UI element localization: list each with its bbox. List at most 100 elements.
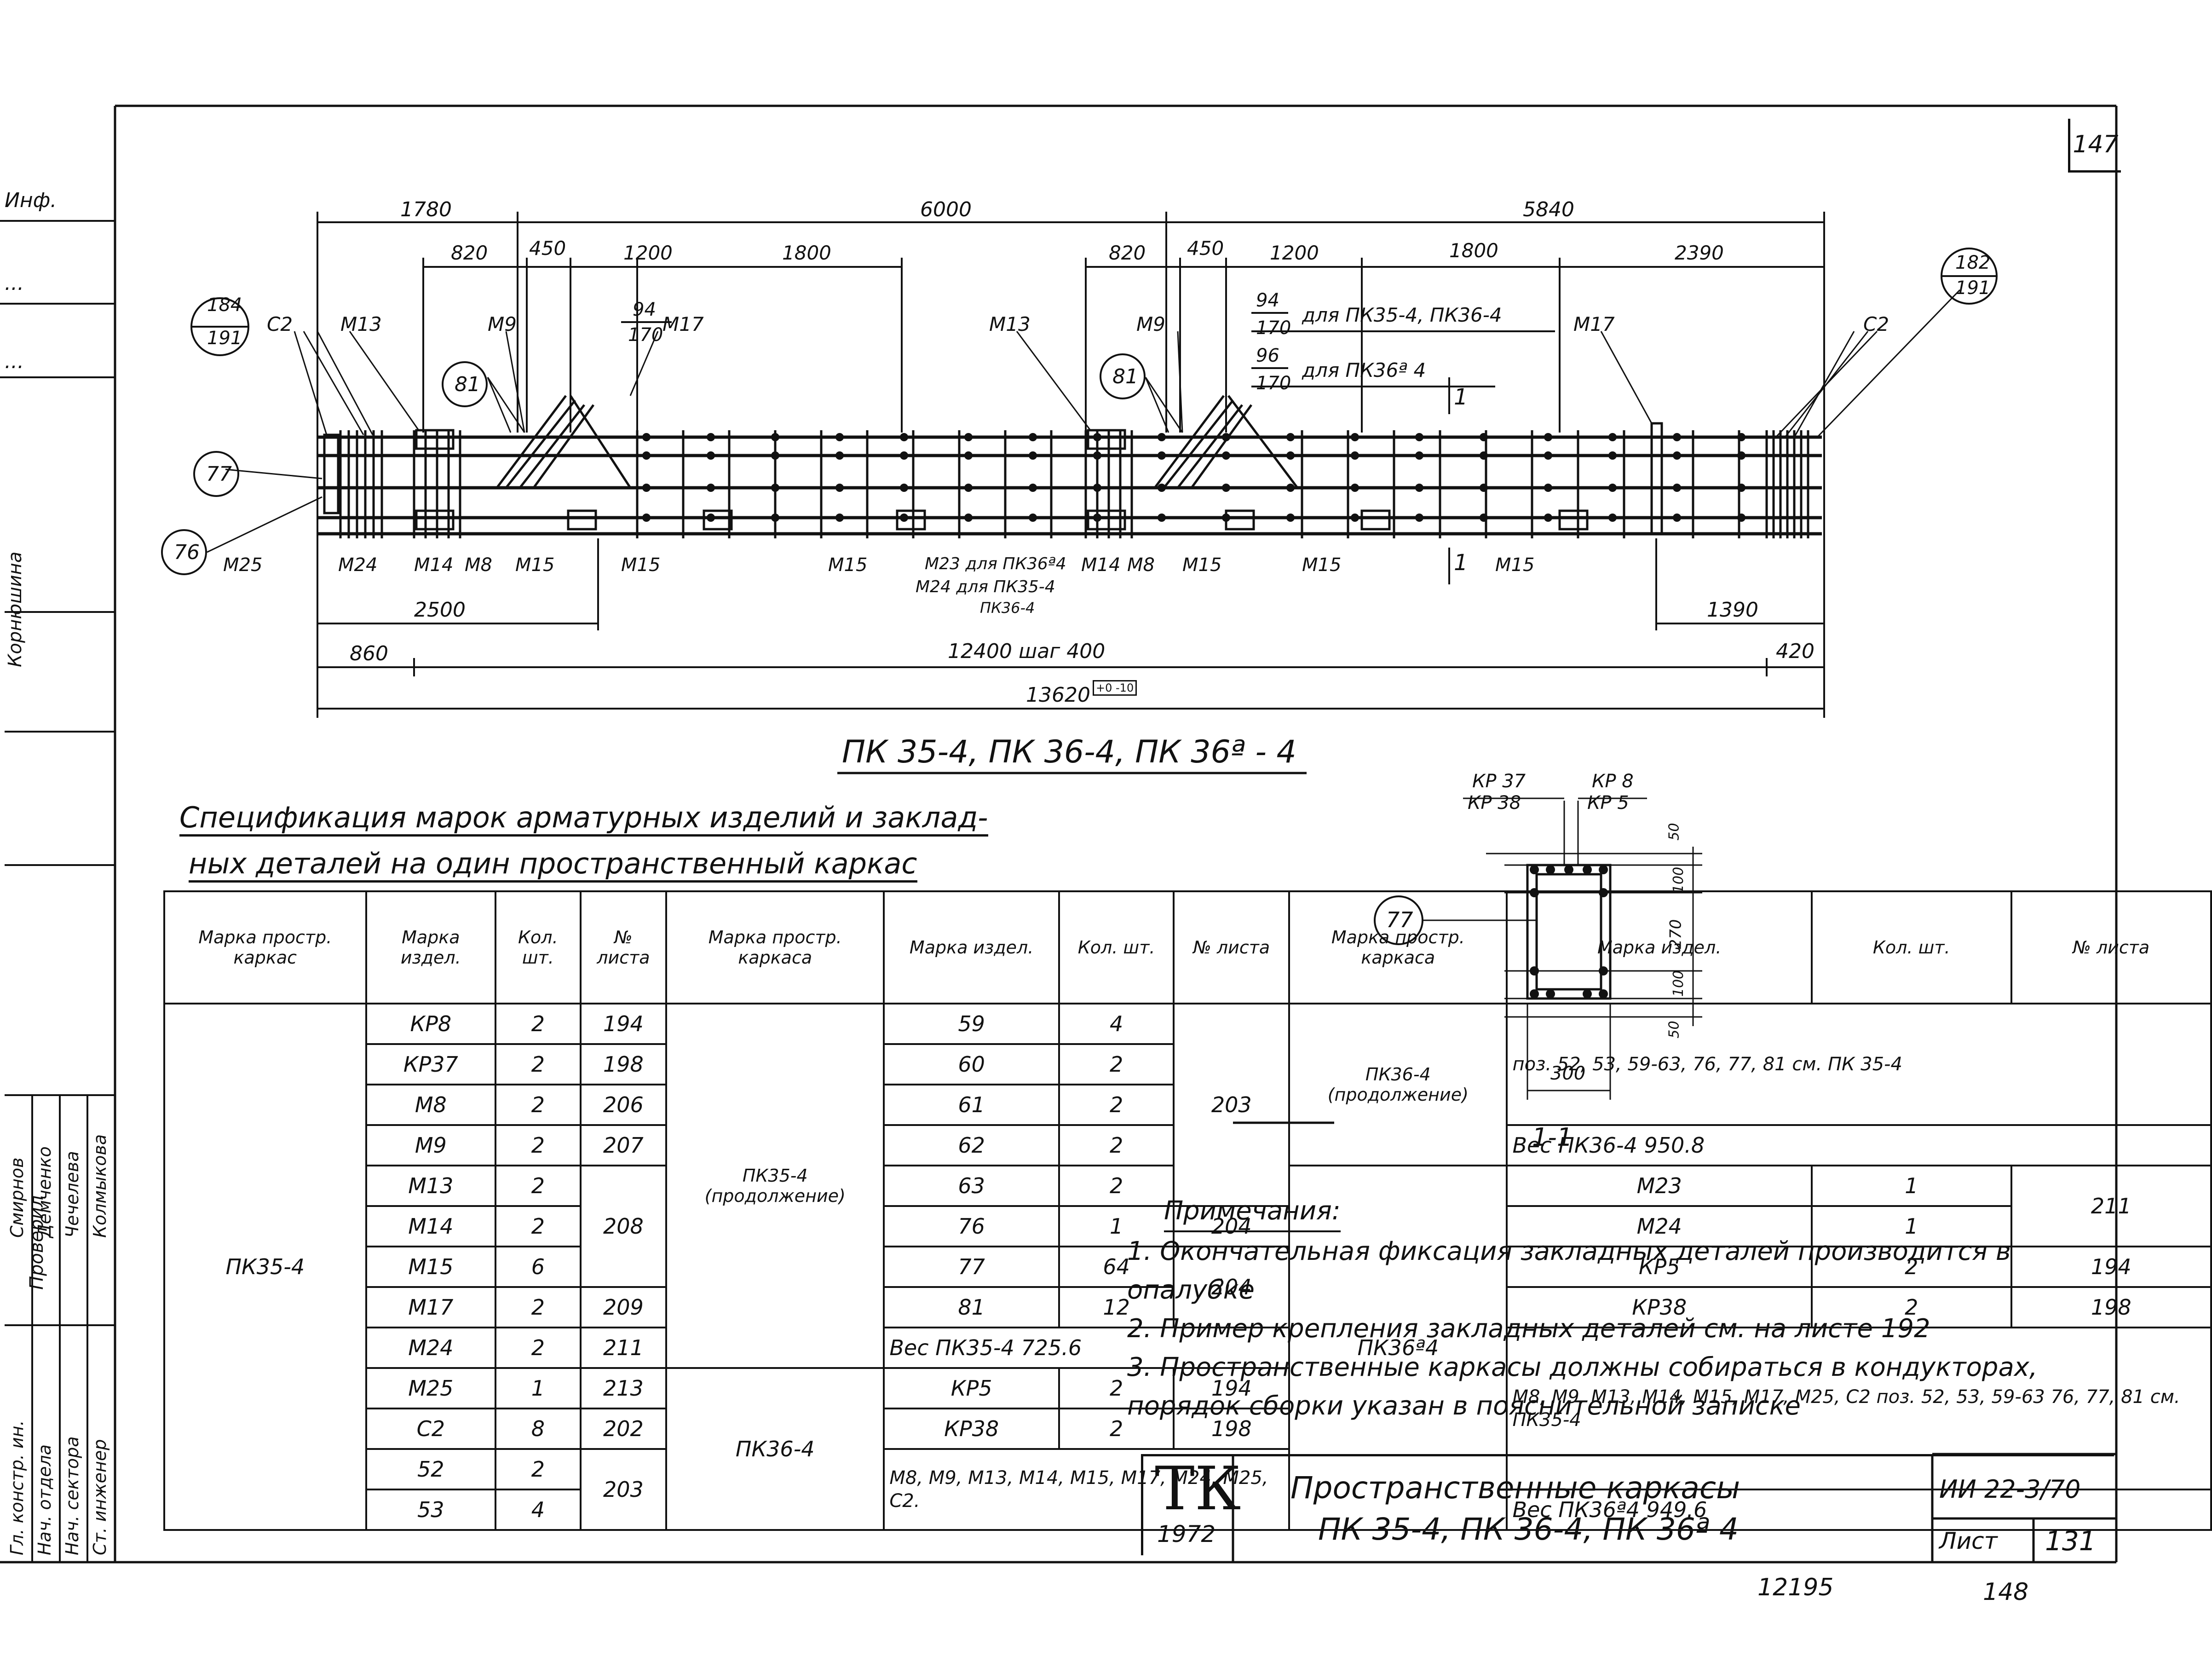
sidebar-role-2: Нач. отдела bbox=[35, 1444, 55, 1555]
legend-line-2: для ПК36ª 4 bbox=[1302, 359, 1426, 381]
table-row: 53 4 Вес ПК36ª4 949.6 bbox=[164, 1489, 2212, 1531]
stamp-title-1: Пространственные каркасы bbox=[1290, 1470, 1740, 1506]
spec-header: Марка простр. каркас bbox=[163, 890, 367, 1004]
section-kr8: КР 8 bbox=[1592, 771, 1634, 792]
stamp-title-2: ПК 35-4, ПК 36-4, ПК 36ª 4 bbox=[1318, 1512, 1739, 1547]
sidebar-top-label-1: Инф. bbox=[5, 189, 57, 212]
section-kr38: КР 38 bbox=[1468, 792, 1521, 814]
spec-cell: 204 bbox=[1173, 1205, 1290, 1247]
spec-cell: 62 bbox=[883, 1124, 1060, 1166]
label-m17-left: М17 bbox=[662, 313, 704, 335]
sidebar-role-3: Нач. сектора bbox=[62, 1436, 82, 1556]
spec-cell: 211 bbox=[2010, 1165, 2212, 1247]
spec-cell: 2 bbox=[1058, 1043, 1175, 1085]
spec-cell: 209 bbox=[579, 1286, 668, 1328]
notes-block: Примечания: 1. Окончательная фиксация за… bbox=[1127, 1192, 2116, 1426]
dim-2500: 2500 bbox=[414, 598, 466, 622]
drawing-title: ПК 35-4, ПК 36-4, ПК 36ª - 4 bbox=[842, 734, 1296, 770]
legend-94: 94 bbox=[1256, 290, 1279, 311]
dim-1200-left: 1200 bbox=[623, 242, 673, 264]
diagonal-ties bbox=[496, 395, 1298, 489]
label-m14-left: М14 bbox=[414, 554, 454, 576]
spec-cell: 194 bbox=[2010, 1246, 2212, 1288]
spec-g3b-weight: Вес ПК36ª4 949.6 bbox=[1506, 1489, 2212, 1531]
spec-header: Кол. шт. bbox=[495, 890, 582, 1004]
label-c2-left: С2 bbox=[267, 313, 293, 335]
spec-cell: 213 bbox=[579, 1367, 668, 1409]
spec-cell: 208 bbox=[579, 1165, 668, 1288]
label-m15-d: М15 bbox=[1182, 554, 1222, 576]
spec-cell: 2 bbox=[495, 1124, 582, 1166]
label-m25: М25 bbox=[223, 554, 263, 576]
spec-cell: 1 bbox=[495, 1367, 582, 1409]
spec-cell: 2 bbox=[495, 1084, 582, 1126]
spec-cell: М8 bbox=[365, 1084, 497, 1126]
spec-g3b-note: М8, М9, М13, М14, М15, М17, М25, С2 поз.… bbox=[1506, 1327, 2212, 1490]
spec-cell: 1 bbox=[1810, 1205, 2012, 1247]
dim-13620: 13620 bbox=[1026, 683, 1090, 707]
spec-g3-frame-b: ПК36ª4 bbox=[1288, 1165, 1508, 1531]
spec-cell: КР8 bbox=[365, 1003, 497, 1045]
label-m15-f: М15 bbox=[1495, 554, 1535, 576]
spec-cell: 198 bbox=[1173, 1408, 1290, 1450]
spec-header-row: Марка простр. каркас Марка издел. Кол. ш… bbox=[163, 890, 2212, 1004]
table-row: М13 2 208 63 2 ПК36ª4 М23 1 211 bbox=[164, 1165, 2212, 1531]
section-dim-50-top: 50 bbox=[1666, 823, 1682, 841]
spec-cell: 194 bbox=[579, 1003, 668, 1045]
spec-cell: 207 bbox=[579, 1124, 668, 1166]
note-item-2: 2. Пример крепления закладных деталей см… bbox=[1127, 1314, 1930, 1344]
spec-cell: М9 bbox=[365, 1124, 497, 1166]
rebar-frame bbox=[317, 435, 1822, 536]
section-mark-bottom: 1 bbox=[1454, 550, 1468, 576]
spec-cell: 204 bbox=[1173, 1246, 1290, 1328]
dim-2390: 2390 bbox=[1675, 242, 1724, 264]
dim-5840: 5840 bbox=[1523, 198, 1574, 221]
spec-cell: 2 bbox=[495, 1003, 582, 1045]
spec-header: Марка издел. bbox=[365, 890, 497, 1004]
table-row: М15 6 77 64 204 КР5 2 194 bbox=[164, 1246, 2212, 1328]
table-row: М17 2 209 81 12 КР38 2 198 bbox=[164, 1286, 2212, 1328]
label-m8-right: М8 bbox=[1127, 554, 1155, 576]
spec-g1-frame: ПК35-4 bbox=[163, 1003, 367, 1531]
spec-cell: 6 bbox=[495, 1246, 582, 1288]
label-m15-c: М15 bbox=[828, 554, 868, 576]
bubble-184: 184 bbox=[207, 294, 242, 316]
spec-cell: 61 bbox=[883, 1084, 1060, 1126]
spec-cell: 2 bbox=[1810, 1246, 2012, 1288]
spec-header: Кол. шт. bbox=[1058, 890, 1175, 1004]
spec-cell: 53 bbox=[365, 1489, 497, 1531]
spec-cell: КР5 bbox=[883, 1367, 1060, 1409]
spec-cell: С2 bbox=[365, 1408, 497, 1450]
spec-cell: М24 bbox=[1506, 1205, 1813, 1247]
stamp-sheet-label: Лист bbox=[1939, 1528, 1998, 1554]
sheet-number: 147 bbox=[2068, 119, 2121, 173]
dim-820-left: 820 bbox=[451, 242, 488, 264]
end-plates bbox=[323, 422, 1663, 535]
spec-cell: 2 bbox=[495, 1043, 582, 1085]
spec-cell: 59 bbox=[883, 1003, 1060, 1045]
spec-cell: 2 bbox=[1058, 1124, 1175, 1166]
spec-g3-frame-a: ПК36-4 (продолжение) bbox=[1288, 1003, 1508, 1166]
spec-cell: 4 bbox=[1058, 1003, 1175, 1045]
label-m23: М23 для ПК36ª4 bbox=[925, 554, 1066, 573]
sidebar-role-1: Гл. констр. ин. bbox=[7, 1420, 27, 1555]
label-m13-left: М13 bbox=[340, 313, 382, 335]
spec-cell: 2 bbox=[495, 1448, 582, 1490]
note-item-3: 3. Пространственные каркасы должны собир… bbox=[1127, 1352, 2038, 1421]
bubble-191-left: 191 bbox=[207, 328, 242, 349]
section-kr37: КР 37 bbox=[1472, 771, 1526, 792]
spec-title-line2: ных деталей на один пространственный кар… bbox=[189, 847, 917, 883]
label-pk36-4: ПК36-4 bbox=[980, 599, 1035, 617]
spec-cell: 12 bbox=[1058, 1286, 1175, 1328]
bubble-76: 76 bbox=[174, 541, 200, 564]
spec-cell: 2 bbox=[1058, 1165, 1175, 1207]
spec-cell: М13 bbox=[365, 1165, 497, 1207]
bottom-code: 12195 bbox=[1757, 1574, 1834, 1601]
spec-cell: 64 bbox=[1058, 1246, 1175, 1288]
spec-cell: 2 bbox=[1058, 1084, 1175, 1126]
spec-g2b-note: М8, М9, М13, М14, М15, М17, М24, М25, С2… bbox=[883, 1448, 1290, 1531]
spec-cell: 2 bbox=[1058, 1367, 1175, 1409]
table-row: М14 2 76 1 204 М24 1 bbox=[164, 1205, 2211, 1247]
section-mark-top: 1 bbox=[1454, 384, 1468, 410]
